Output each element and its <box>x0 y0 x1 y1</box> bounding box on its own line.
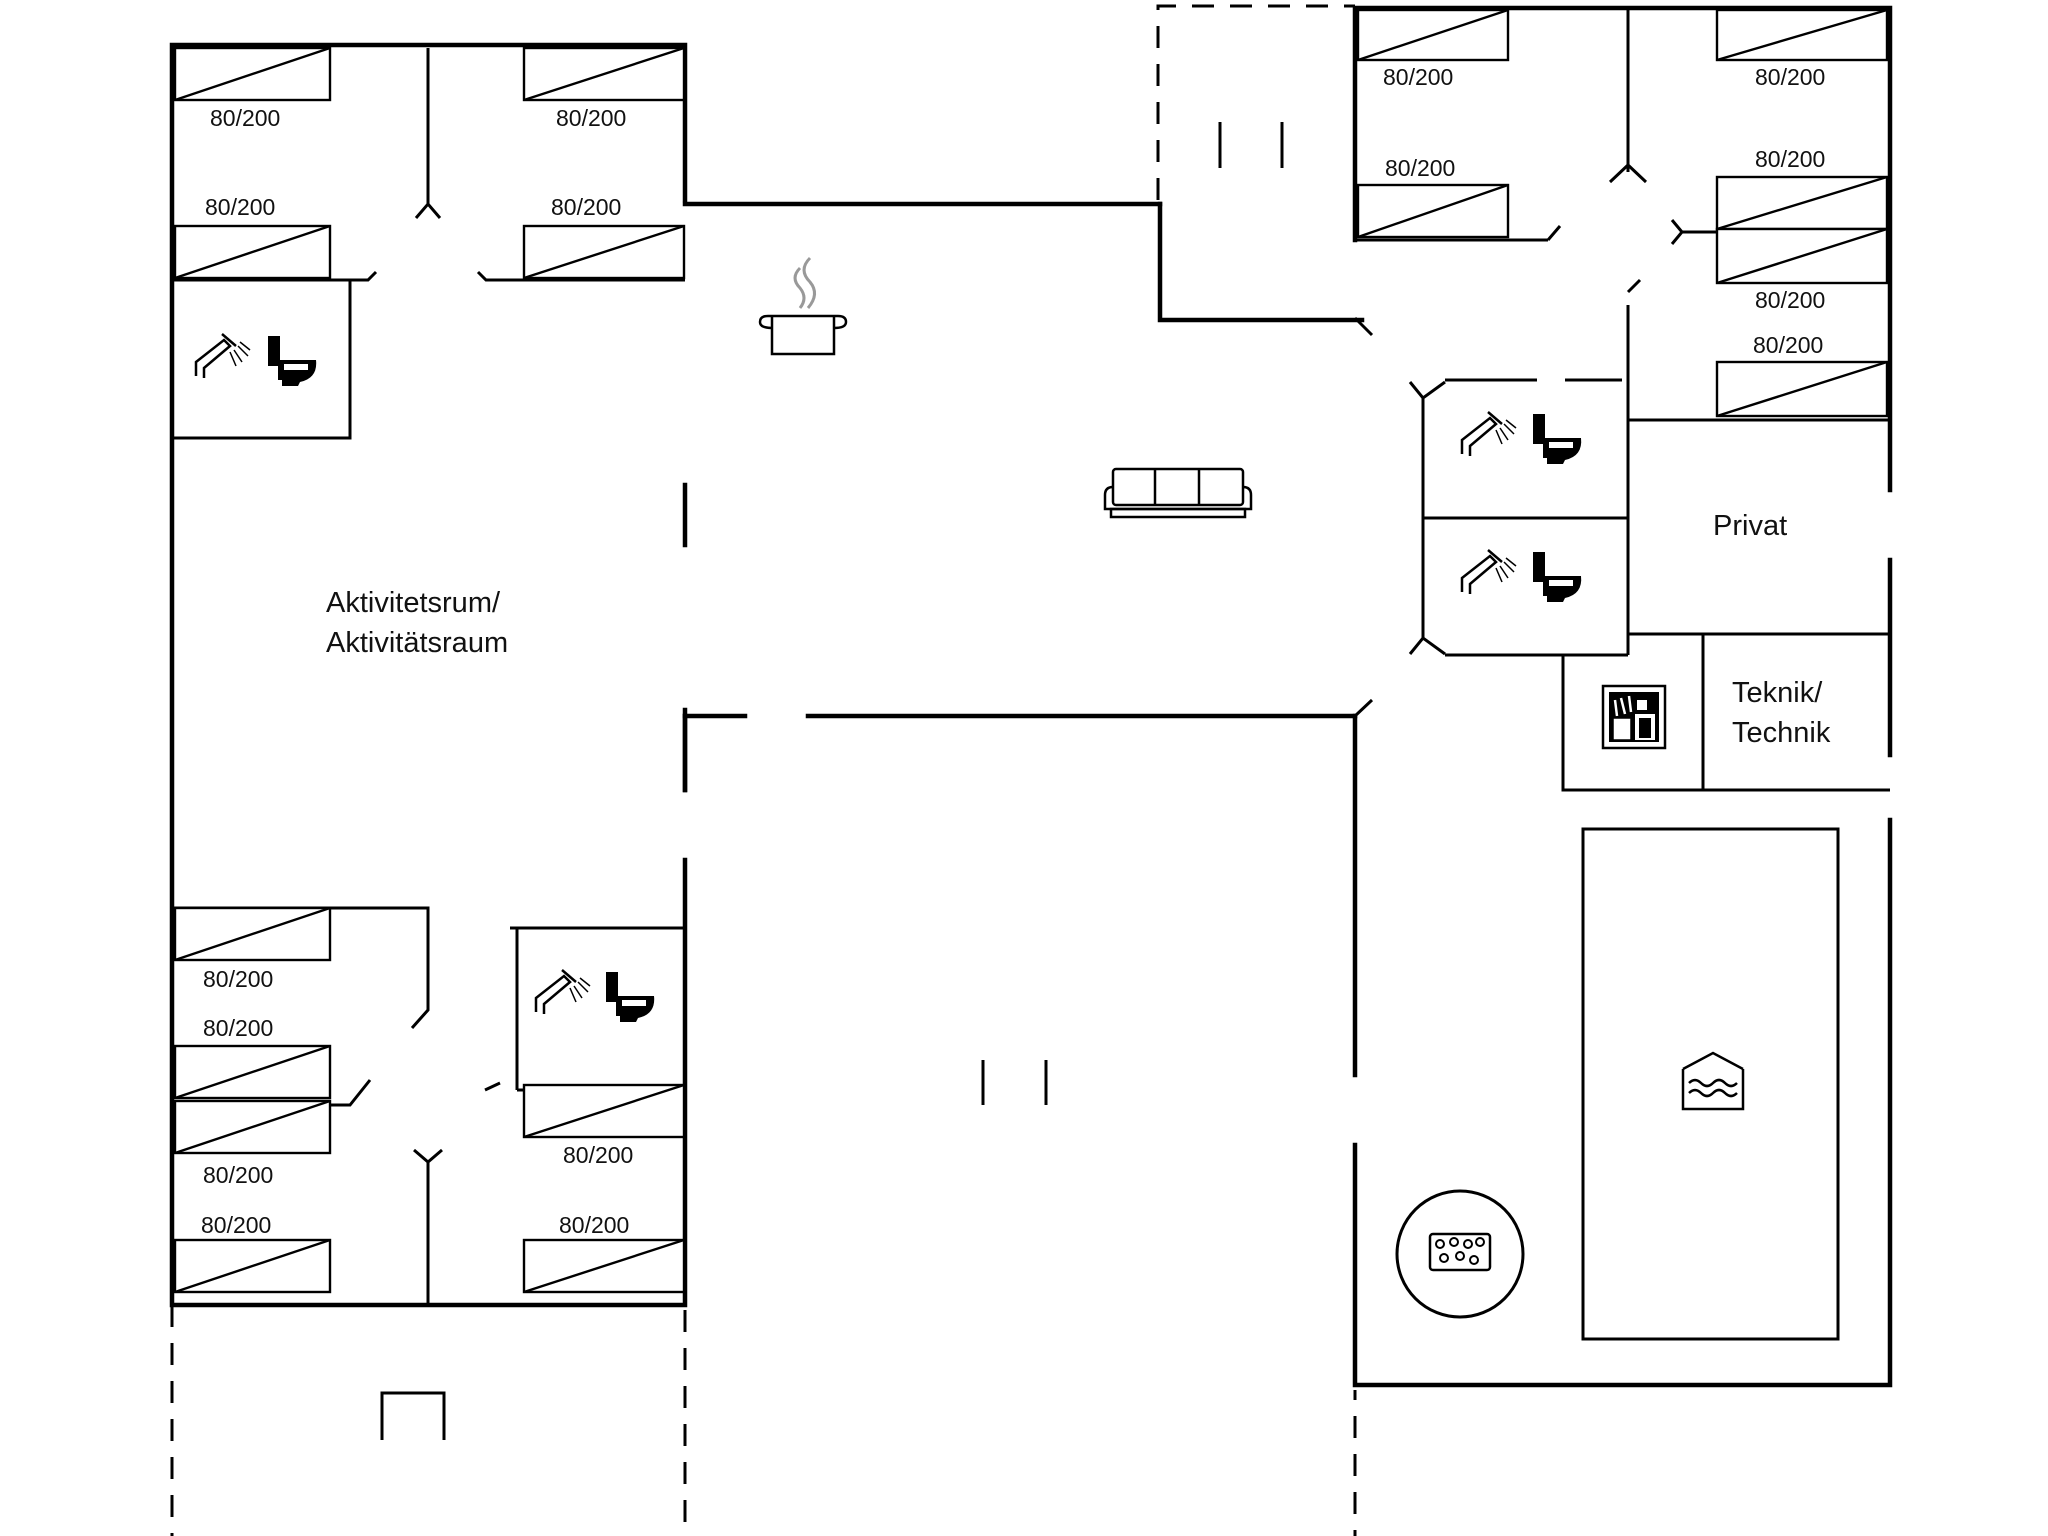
bed-label: 80/200 <box>203 1162 273 1188</box>
activity-room-label-de: Aktivitätsraum <box>326 627 508 659</box>
bed-label: 80/200 <box>203 966 273 992</box>
whirlpool-icon <box>1428 1232 1492 1272</box>
bed-diagonal <box>1716 175 1888 231</box>
toilet-icon <box>268 336 317 386</box>
bed-label: 80/200 <box>1755 64 1825 90</box>
whirlpool <box>1395 1189 1525 1319</box>
bed-diagonal <box>174 1044 331 1100</box>
beds <box>173 8 1889 1294</box>
bed-diagonal <box>174 224 331 280</box>
bed-diagonal <box>523 1083 685 1139</box>
room-labels: Aktivitetsrum/ Aktivitätsraum Privat Tek… <box>326 510 1831 749</box>
bed-label: 80/200 <box>203 1015 273 1041</box>
shower-icon <box>1460 548 1518 596</box>
sofa-icon <box>1103 467 1253 519</box>
shower-icon <box>1460 410 1518 458</box>
bed-diagonal <box>174 1099 331 1155</box>
technik-room-label-de: Technik <box>1732 717 1831 749</box>
bed-label: 80/200 <box>563 1142 633 1168</box>
toilet-icon <box>1533 552 1582 602</box>
bed-label: 80/200 <box>551 194 621 220</box>
washing-machine-icon <box>1601 684 1667 750</box>
bed-label: 80/200 <box>205 194 275 220</box>
bed-label: 80/200 <box>210 105 280 131</box>
technik-room-label: Teknik/ <box>1732 677 1823 709</box>
bed-diagonal <box>1716 360 1888 418</box>
bed-label: 80/200 <box>559 1212 629 1238</box>
left-top-bedrooms <box>172 48 685 440</box>
bed-label: 80/200 <box>201 1212 271 1238</box>
shower-icon <box>534 968 592 1016</box>
bed-label: 80/200 <box>1383 64 1453 90</box>
private-room-label: Privat <box>1713 510 1787 542</box>
bed-diagonal <box>1357 8 1509 62</box>
bed-diagonal <box>174 906 331 962</box>
walls <box>169 5 1893 1388</box>
bed-label: 80/200 <box>556 105 626 131</box>
bathroom-icons <box>194 332 1582 1022</box>
shower-icon <box>194 332 252 380</box>
bed-diagonal <box>523 224 685 280</box>
cooking-pot-icon <box>758 256 848 356</box>
bed-label: 80/200 <box>1755 146 1825 172</box>
bed-diagonal <box>1716 8 1888 62</box>
bed-diagonal <box>174 1238 331 1294</box>
bed-label: 80/200 <box>1753 332 1823 358</box>
activity-room-label: Aktivitetsrum/ <box>326 587 501 619</box>
pool-icon <box>1681 1051 1745 1111</box>
bed-diagonal <box>523 1238 685 1294</box>
bed-diagonal <box>174 46 331 102</box>
pool <box>1581 827 1840 1341</box>
bed-diagonal <box>1716 227 1888 285</box>
toilet-icon <box>1533 414 1582 464</box>
right-wing-interior <box>1353 10 1890 1341</box>
bed-label: 80/200 <box>1385 155 1455 181</box>
terraces <box>170 4 1357 1536</box>
toilet-icon <box>606 972 655 1022</box>
bed-labels: 80/200 80/200 80/200 80/200 80/200 80/20… <box>201 64 1825 1238</box>
bed-label: 80/200 <box>1755 287 1825 313</box>
bed-diagonal <box>1357 183 1509 239</box>
bed-diagonal <box>523 46 685 102</box>
door-marks <box>380 122 1284 1440</box>
